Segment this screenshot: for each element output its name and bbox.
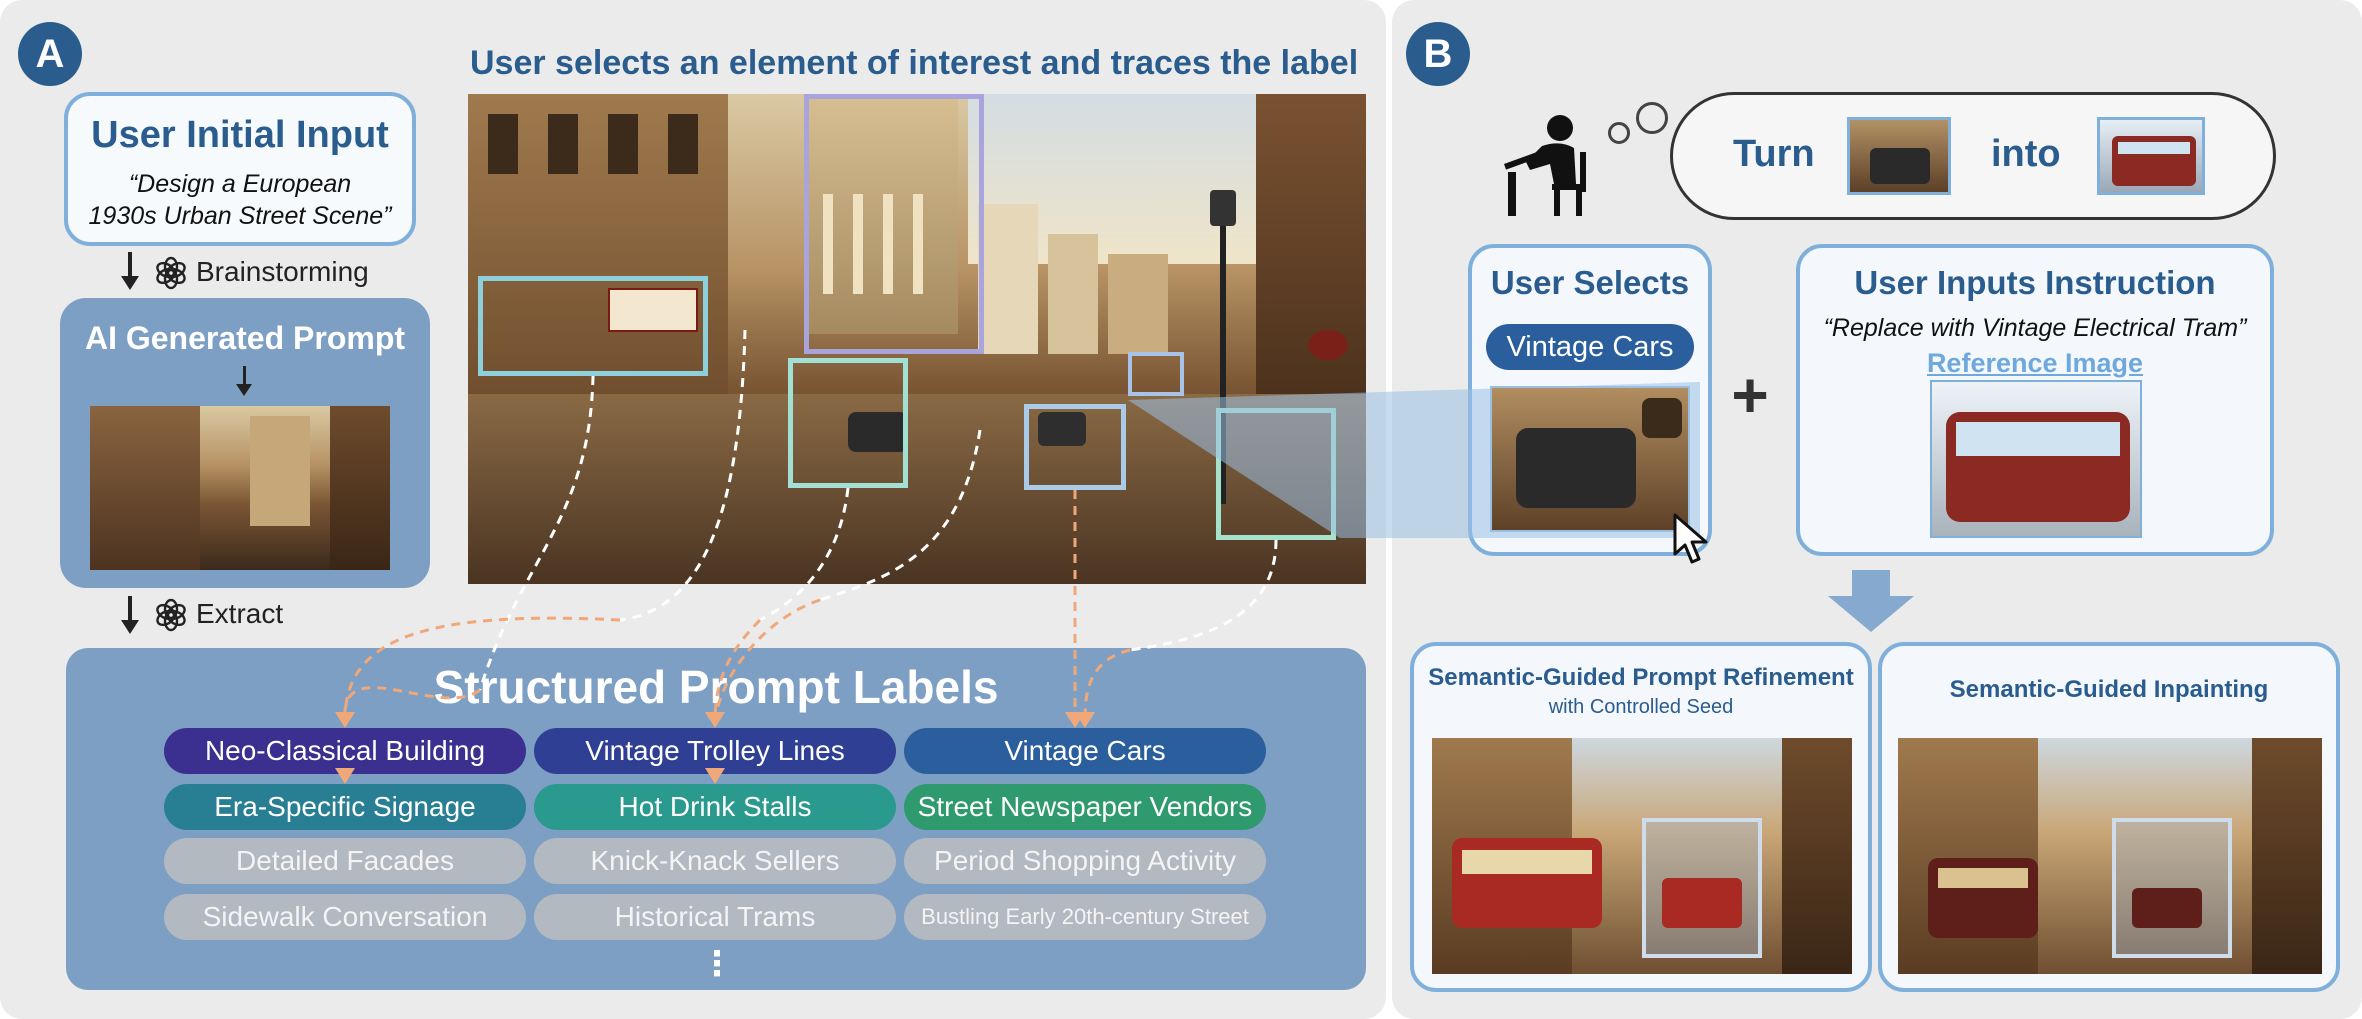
trace-lines <box>335 329 1278 784</box>
tram-thumbnail <box>2097 117 2205 195</box>
label-neo-classical-building[interactable]: Neo-Classical Building <box>164 728 526 774</box>
trace-signage-white <box>478 375 595 691</box>
trace-arrowhead <box>1075 712 1095 728</box>
label-sidewalk-conversation[interactable]: Sidewalk Conversation <box>164 894 526 940</box>
brainstorming-label: Brainstorming <box>196 256 369 287</box>
trace-vendor-white <box>1129 539 1278 652</box>
more-labels-indicator: ⋮ <box>700 945 734 983</box>
generated-street-thumbnail <box>90 406 390 570</box>
trace-trolley-orange <box>713 598 821 721</box>
inpainting-title: Semantic-Guided Inpainting <box>1949 676 2269 703</box>
trace-stall-white <box>759 487 850 622</box>
label-period-shopping-activity[interactable]: Period Shopping Activity <box>904 838 1266 884</box>
user-selects-title: User Selects <box>1490 264 1690 301</box>
thought-bubble-icon <box>1636 102 1668 134</box>
user-initial-input-quote-1: “Design a European <box>128 170 352 198</box>
down-arrow-icon <box>1828 570 1914 632</box>
down-arrow-icon <box>128 596 132 622</box>
trace-vendor-orange <box>1083 648 1131 721</box>
car-thumbnail <box>1847 117 1951 195</box>
prompt-refinement-result-image <box>1432 738 1852 974</box>
label-street-newspaper-vendors[interactable]: Street Newspaper Vendors <box>904 784 1266 830</box>
into-word: into <box>1991 133 2061 175</box>
trace-arrowhead <box>335 712 355 728</box>
plus-sign: + <box>1731 359 1769 431</box>
trace-stall-orange <box>713 618 762 721</box>
user-initial-input-title: User Initial Input <box>91 114 389 156</box>
user-at-desk-icon <box>1504 115 1586 216</box>
turn-word: Turn <box>1733 133 1815 175</box>
trace-signage-orange <box>343 686 481 721</box>
user-inputs-instruction-box: User Inputs Instruction “Replace with Vi… <box>1796 244 2274 556</box>
prompt-refinement-subtitle: with Controlled Seed <box>1548 696 1734 718</box>
mouse-cursor-icon <box>1673 513 1708 564</box>
trace-arrowhead <box>705 768 725 784</box>
trace-neoclassical-white <box>619 329 747 622</box>
instruction-title: User Inputs Instruction <box>1854 264 2216 301</box>
selection-box-signage[interactable] <box>478 276 708 376</box>
extract-label: Extract <box>196 598 284 629</box>
down-arrow-icon <box>128 252 132 278</box>
panel-a-top-title: User selects an element of interest and … <box>470 44 1359 82</box>
down-arrow-icon <box>121 276 139 290</box>
panel-b-badge: B <box>1406 22 1470 86</box>
trace-arrowhead <box>335 768 355 784</box>
down-arrow-icon <box>236 384 252 396</box>
selection-box-vintage-car[interactable] <box>1024 404 1126 490</box>
ai-generated-prompt-box: AI Generated Prompt <box>60 298 430 588</box>
selection-box-neoclassical[interactable] <box>804 94 984 354</box>
thought-bubble-icon <box>1608 122 1630 144</box>
label-hot-drink-stalls[interactable]: Hot Drink Stalls <box>534 784 896 830</box>
selected-car-image <box>1490 386 1690 532</box>
user-initial-input-box: User Initial Input “Design a European 19… <box>64 92 416 246</box>
label-vintage-trolley-lines[interactable]: Vintage Trolley Lines <box>534 728 896 774</box>
prompt-refinement-title: Semantic-Guided Prompt Refinement <box>1428 664 1854 691</box>
user-initial-input-quote-2: 1930s Urban Street Scene” <box>88 202 392 230</box>
label-era-specific-signage[interactable]: Era-Specific Signage <box>164 784 526 830</box>
down-arrow-icon <box>243 366 246 386</box>
trace-trolley-white <box>819 429 982 602</box>
down-arrow-icon <box>121 620 139 634</box>
label-bustling-street[interactable]: Bustling Early 20th-century Street <box>904 894 1266 940</box>
label-knick-knack-sellers[interactable]: Knick-Knack Sellers <box>534 838 896 884</box>
reference-image-label[interactable]: Reference Image <box>1926 348 2144 378</box>
trace-neoclassical-orange <box>343 616 621 721</box>
main-street-scene-image <box>468 94 1366 584</box>
openai-logo-icon <box>156 598 186 632</box>
openai-logo-icon <box>156 256 186 290</box>
selection-box-hot-drink-stall[interactable] <box>788 358 908 488</box>
inpainting-result-image <box>1898 738 2322 974</box>
panel-a-badge: A <box>18 22 82 86</box>
trace-arrowhead <box>705 712 725 728</box>
label-detailed-facades[interactable]: Detailed Facades <box>164 838 526 884</box>
turn-into-bubble: Turn into <box>1670 92 2276 220</box>
selection-box-trolley[interactable] <box>1128 352 1184 396</box>
label-vintage-cars[interactable]: Vintage Cars <box>904 728 1266 774</box>
reference-tram-image <box>1930 380 2142 538</box>
ai-generated-prompt-title: AI Generated Prompt <box>84 320 406 356</box>
label-historical-trams[interactable]: Historical Trams <box>534 894 896 940</box>
inpainting-output-box: Semantic-Guided Inpainting <box>1878 642 2340 992</box>
selected-vintage-cars-chip[interactable]: Vintage Cars <box>1486 324 1694 370</box>
prompt-refinement-output-box: Semantic-Guided Prompt Refinement with C… <box>1410 642 1872 992</box>
instruction-quote: “Replace with Vintage Electrical Tram” <box>1823 314 2247 342</box>
